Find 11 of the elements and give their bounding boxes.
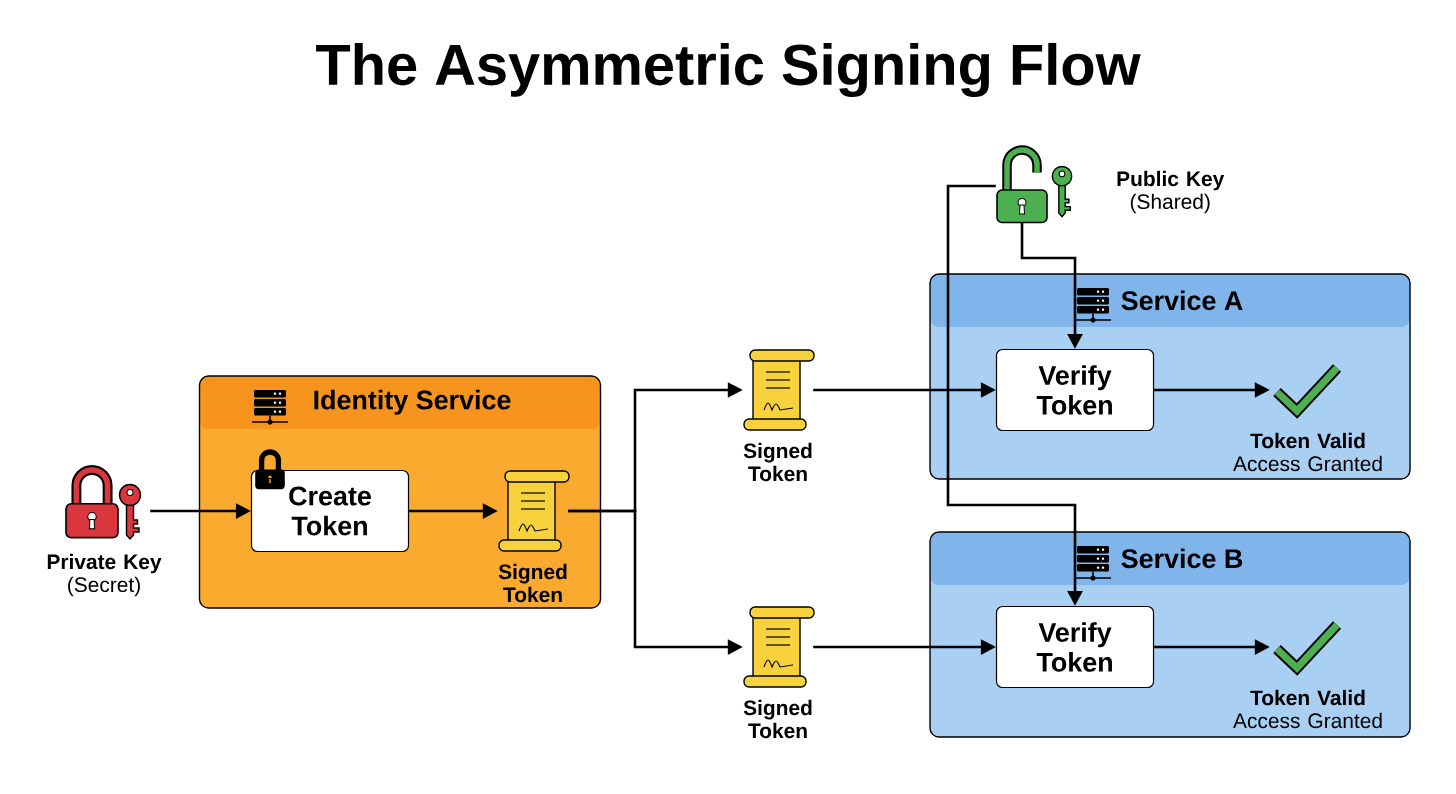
process-box: Verify Token <box>995 605 1155 689</box>
icon-caption: Public Key (Shared) <box>1117 170 1225 214</box>
icon-caption: Private Key (Secret) <box>47 553 162 597</box>
icon-caption: Signed Token <box>498 563 567 603</box>
icon-caption: Signed Token <box>743 699 812 739</box>
title: The Asymmetric Signing Flow <box>316 42 1141 98</box>
process-box: Create Token <box>250 469 410 553</box>
process-box: Verify Token <box>995 348 1155 432</box>
icon-caption: Token Valid Access Granted <box>1233 689 1382 729</box>
icon-caption: Token Valid Access Granted <box>1233 432 1382 472</box>
icon-caption: Signed Token <box>743 442 812 482</box>
